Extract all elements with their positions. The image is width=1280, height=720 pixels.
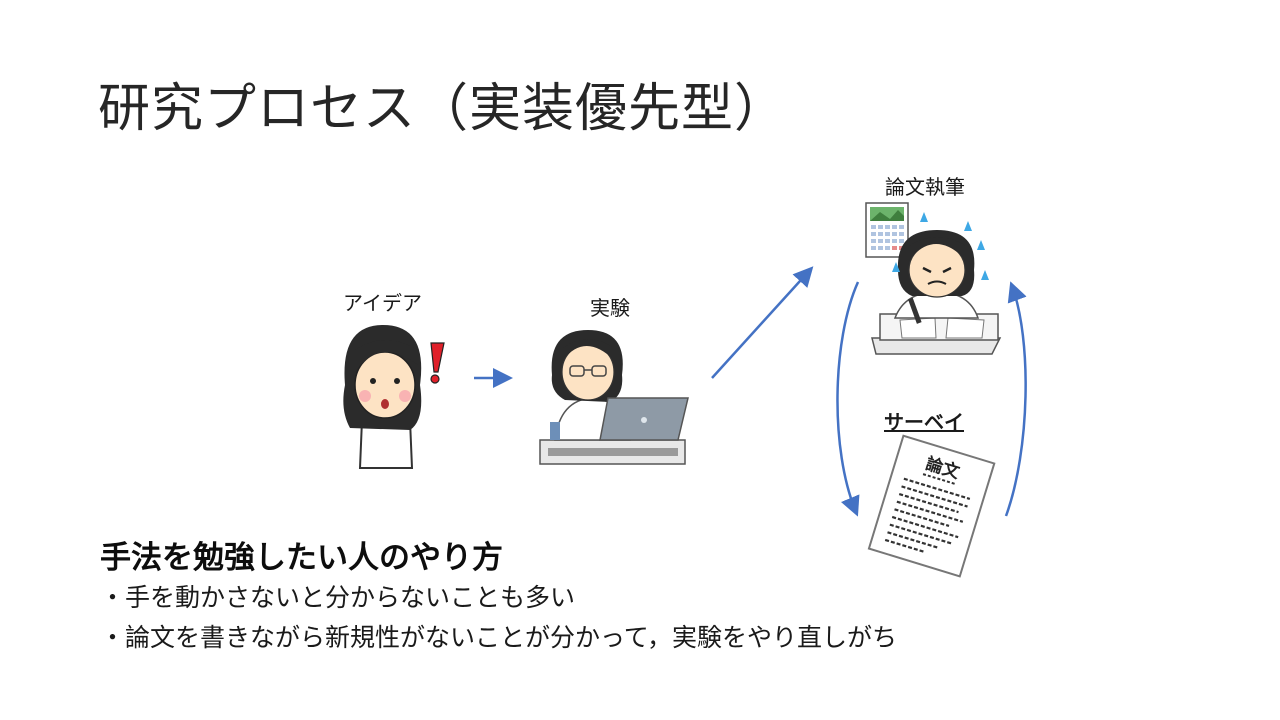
exclamation-icon — [430, 342, 445, 384]
arrow-writing-to-survey — [836, 281, 860, 517]
researcher-laptop-icon — [539, 330, 689, 465]
bullet-item: ・論文を書きながら新規性がないことが分かって，実験をやり直しがち — [100, 623, 898, 652]
summary-bullets: ・手を動かさないと分からないことも多い ・論文を書きながら新規性がないことが分か… — [100, 578, 897, 658]
paper-document-icon: 論文 — [867, 434, 996, 578]
label-experiment: 実験 — [590, 296, 630, 320]
bullet-item: ・手を動かさないと分からないことも多い — [100, 583, 576, 612]
arrow-experiment-to-writing — [711, 266, 814, 379]
label-survey: サーベイ — [884, 410, 964, 434]
arrow-survey-to-writing — [1004, 281, 1027, 517]
slide-title: 研究プロセス（実装優先型） — [98, 79, 788, 139]
calendar-icon — [865, 202, 909, 258]
label-paper-writing: 論文執筆 — [885, 175, 965, 199]
label-idea: アイデア — [343, 291, 422, 315]
stressed-writer-icon — [871, 212, 1002, 355]
summary-heading: 手法を勉強したい人のやり方 — [100, 540, 503, 576]
woman-idea-icon — [343, 325, 422, 469]
